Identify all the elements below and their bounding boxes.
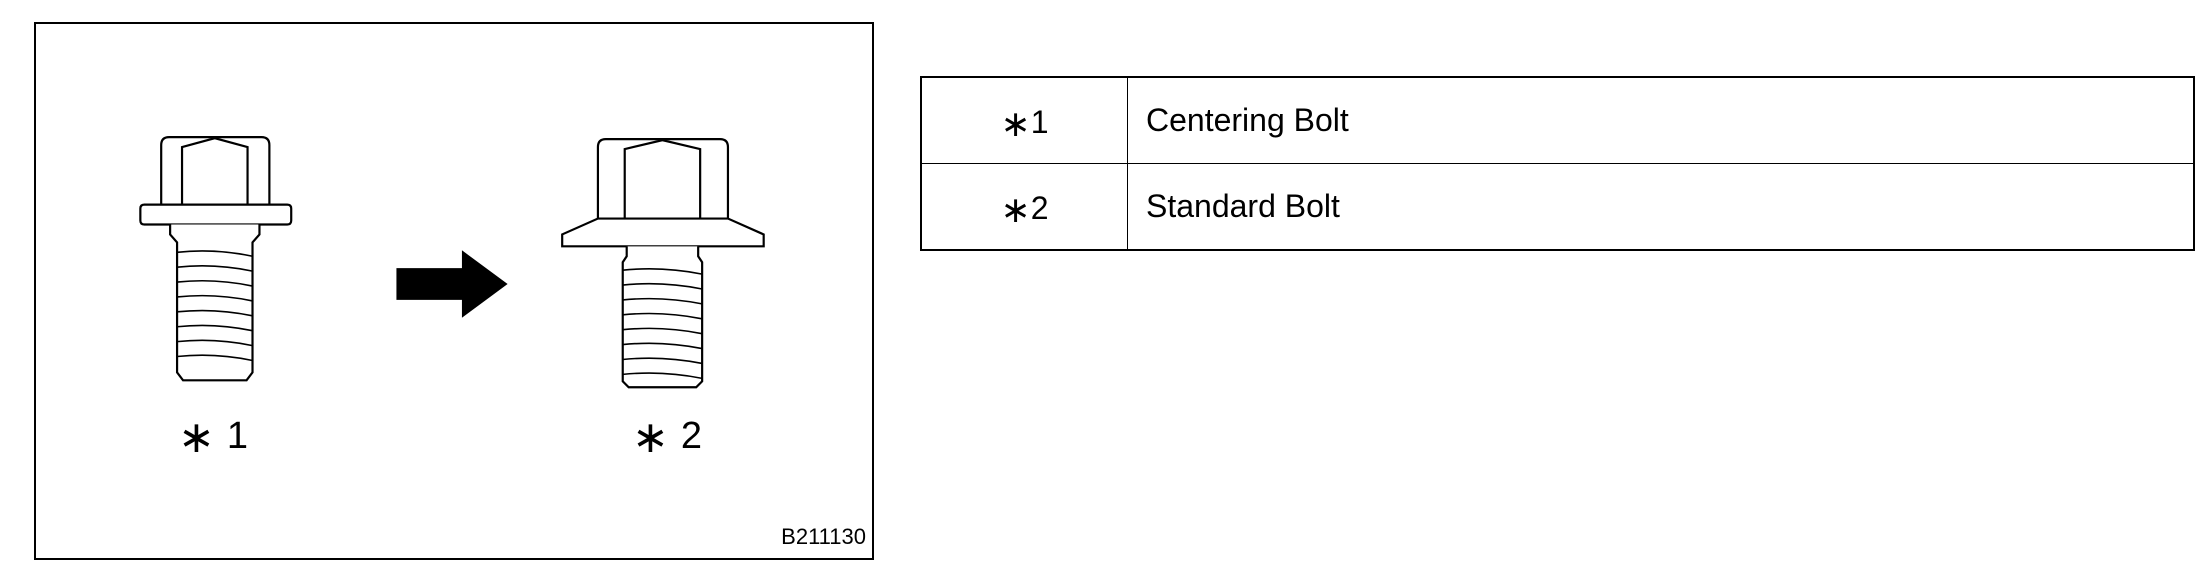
legend-description-cell: Standard Bolt — [1127, 163, 2195, 251]
legend-number: 1 — [1030, 103, 1049, 140]
right-arrow-icon — [396, 250, 508, 318]
asterisk-mark: ∗ — [178, 413, 215, 462]
bolt-diagram — [139, 136, 765, 389]
legend-number: 2 — [1030, 189, 1049, 226]
bolt-illustration-panel: ∗1 ∗2 B211130 — [34, 22, 874, 560]
centering-bolt-label: ∗1 — [178, 412, 249, 460]
legend-table: ∗1 Centering Bolt ∗2 Standard Bolt — [920, 76, 2195, 251]
centering-bolt-icon — [139, 136, 293, 382]
bolt-number: 2 — [680, 415, 703, 457]
standard-bolt-icon — [561, 138, 765, 389]
asterisk-mark: ∗ — [632, 413, 669, 462]
table-row: ∗1 Centering Bolt — [920, 76, 2195, 164]
asterisk-mark: ∗ — [1000, 102, 1031, 144]
figure-id-label: B211130 — [781, 524, 866, 549]
legend-key-cell: ∗2 — [920, 163, 1128, 251]
bolt-number: 1 — [226, 415, 249, 457]
legend-key-cell: ∗1 — [920, 76, 1128, 164]
standard-bolt-label: ∗2 — [632, 412, 703, 460]
table-row: ∗2 Standard Bolt — [920, 163, 2195, 251]
legend-description-cell: Centering Bolt — [1127, 76, 2195, 164]
asterisk-mark: ∗ — [1000, 188, 1031, 230]
